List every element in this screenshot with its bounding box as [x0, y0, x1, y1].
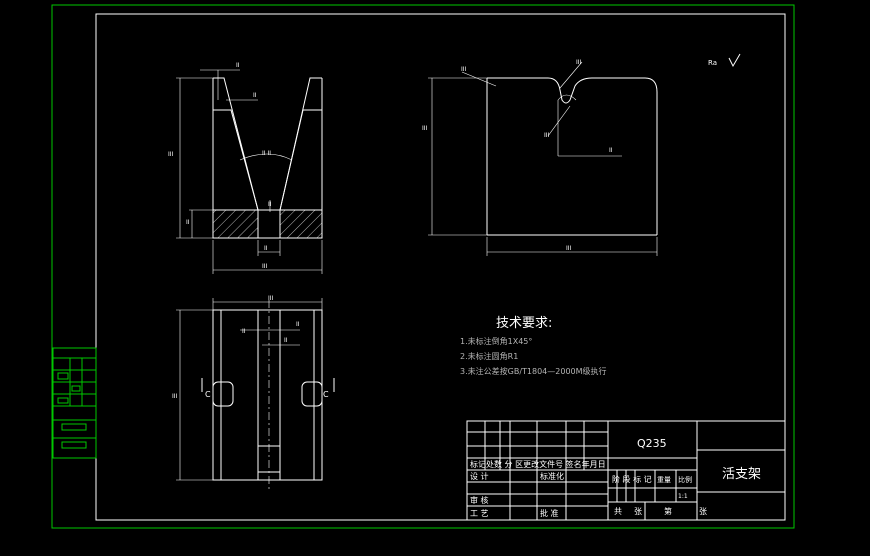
- svg-text:III: III: [461, 66, 467, 73]
- svg-text:III: III: [168, 151, 174, 158]
- scale-header: 比例: [678, 475, 692, 484]
- revision-header: 标记处数 分 区更改文件号 签名年月日: [470, 459, 606, 469]
- svg-text:III: III: [544, 132, 550, 139]
- scale-value: 1:1: [678, 493, 688, 500]
- design-label: 设 计: [470, 471, 489, 481]
- svg-text:II: II: [242, 328, 246, 335]
- tech-requirement-2: 2.未标注圆角R1: [460, 351, 518, 361]
- tech-requirement-1: 1.未标注倒角1X45°: [460, 336, 532, 346]
- svg-text:III: III: [268, 295, 274, 302]
- svg-text:Ra: Ra: [708, 59, 717, 67]
- tech-requirement-3: 3.未注公差按GB/T1804—2000M级执行: [460, 366, 607, 376]
- sheet-label: 第: [664, 506, 672, 516]
- svg-text:III: III: [422, 125, 428, 132]
- weight-header: 重量: [657, 476, 671, 484]
- svg-text:III: III: [576, 59, 582, 66]
- svg-text:II: II: [296, 321, 300, 328]
- hatch-right: [279, 109, 323, 211]
- stage-header: 阶 段 标 记: [612, 474, 652, 484]
- svg-text:II: II: [264, 245, 268, 252]
- svg-text:II II: II II: [262, 150, 271, 157]
- section-mark-left: C: [205, 390, 211, 399]
- front-section-view: II II III II III II II II II: [168, 62, 323, 274]
- tech-requirements: 技术要求: 1.未标注倒角1X45° 2.未标注圆角R1 3.未注公差按GB/T…: [460, 316, 607, 376]
- svg-text:II: II: [253, 92, 257, 99]
- side-view: III III III II III III: [422, 59, 658, 256]
- standardization-label: 标准化: [540, 471, 564, 481]
- outer-border: [51, 4, 795, 529]
- title-block: Q235 活支架 标记处数 分 区更改文件号 签名年月日 设 计 标准化 阶 段…: [466, 420, 786, 521]
- svg-text:II: II: [186, 219, 190, 226]
- sheets-label: 张: [634, 507, 642, 516]
- review-label: 审 核: [470, 495, 489, 505]
- margin-stamp-table: [52, 347, 97, 459]
- svg-text:II: II: [236, 62, 240, 69]
- sheet-end-label: 张: [699, 507, 707, 516]
- approve-label: 批 准: [540, 508, 559, 518]
- svg-text:III: III: [172, 393, 178, 400]
- process-label: 工 艺: [470, 509, 489, 518]
- hatch-left: [212, 109, 259, 211]
- part-name: 活支架: [722, 467, 761, 482]
- svg-text:III: III: [566, 245, 572, 252]
- svg-text:II: II: [284, 337, 288, 344]
- total-label: 共: [614, 507, 622, 516]
- inner-frame: [95, 13, 786, 521]
- roughness-symbol: Ra: [708, 53, 741, 68]
- section-mark-right: C: [323, 390, 329, 399]
- svg-text:II: II: [609, 147, 613, 154]
- top-view: C C III III II II II: [172, 295, 335, 492]
- svg-text:II: II: [268, 201, 272, 208]
- tech-requirements-title: 技术要求:: [496, 316, 552, 331]
- material-label: Q235: [637, 437, 667, 450]
- svg-text:III: III: [262, 263, 268, 270]
- hatch-bottom-left: [213, 210, 258, 238]
- hatch-bottom-right: [280, 210, 322, 238]
